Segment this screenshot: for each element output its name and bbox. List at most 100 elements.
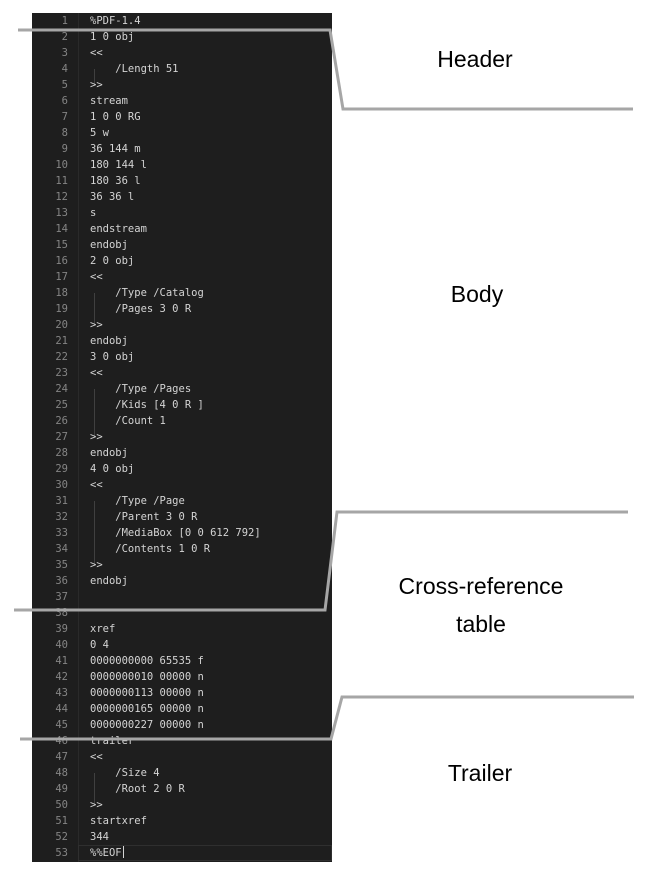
code-line[interactable]: 38 — [32, 605, 332, 621]
code-line[interactable]: 5>> — [32, 77, 332, 93]
code-text: startxref — [90, 815, 147, 827]
code-line[interactable]: 34 /Contents 1 0 R — [32, 541, 332, 557]
line-number: 13 — [55, 207, 68, 219]
trailer-label: Trailer — [447, 760, 513, 786]
line-number: 18 — [55, 287, 68, 299]
indent-guide — [94, 773, 95, 805]
code-text: 0000000227 00000 n — [90, 719, 204, 731]
code-text: << — [90, 751, 103, 763]
code-text: /Type /Pages — [90, 383, 192, 395]
line-number: 53 — [55, 847, 68, 859]
line-number: 30 — [55, 479, 68, 491]
line-number: 46 — [55, 735, 68, 747]
line-number: 14 — [55, 223, 68, 235]
header-label: Header — [437, 46, 513, 72]
line-number: 41 — [55, 655, 68, 667]
code-line[interactable]: 50>> — [32, 797, 332, 813]
code-text: 0000000113 00000 n — [90, 687, 204, 699]
line-number: 8 — [61, 127, 68, 139]
code-line[interactable]: 9 36 144 m — [32, 141, 332, 157]
code-text: endobj — [90, 447, 128, 459]
code-text: 344 — [90, 831, 109, 843]
code-line[interactable]: 3<< — [32, 45, 332, 61]
code-text: 36 144 m — [90, 143, 141, 155]
line-number: 31 — [55, 495, 68, 507]
line-number: 43 — [55, 687, 68, 699]
code-line[interactable]: 30 << — [32, 477, 332, 493]
code-line[interactable]: 25 /Kids [4 0 R ] — [32, 397, 332, 413]
code-line[interactable]: 18 /Type /Catalog — [32, 285, 332, 301]
code-text: stream — [90, 95, 128, 107]
code-line[interactable]: 48 /Size 4 — [32, 765, 332, 781]
code-text: endstream — [90, 223, 147, 235]
code-text: << — [90, 479, 103, 491]
code-line[interactable]: 31 /Type /Page — [32, 493, 332, 509]
line-number: 19 — [55, 303, 68, 315]
code-line[interactable]: 46 trailer — [32, 733, 332, 749]
line-number: 33 — [55, 527, 68, 539]
code-line[interactable]: 33 /MediaBox [0 0 612 792] — [32, 525, 332, 541]
code-line[interactable]: 32 /Parent 3 0 R — [32, 509, 332, 525]
line-number: 7 — [61, 111, 68, 123]
code-text: trailer — [90, 735, 135, 747]
code-text: endobj — [90, 239, 128, 251]
code-line[interactable]: 19 /Pages 3 0 R — [32, 301, 332, 317]
code-line[interactable]: 27>> — [32, 429, 332, 445]
code-line[interactable]: 35>> — [32, 557, 332, 573]
code-line[interactable]: 4 /Length 51 — [32, 61, 332, 77]
code-line[interactable]: 14 endstream — [32, 221, 332, 237]
code-line[interactable]: 26 /Count 1 — [32, 413, 332, 429]
line-number: 32 — [55, 511, 68, 523]
line-number: 9 — [61, 143, 68, 155]
code-line[interactable]: 28 endobj — [32, 445, 332, 461]
code-text: /Contents 1 0 R — [90, 543, 211, 555]
line-number: 35 — [55, 559, 68, 571]
line-number: 50 — [55, 799, 68, 811]
code-text: /Type /Catalog — [90, 287, 204, 299]
code-line[interactable]: 1%PDF-1.4 — [32, 13, 332, 29]
code-line[interactable]: 49 /Root 2 0 R — [32, 781, 332, 797]
code-line[interactable]: 47<< — [32, 749, 332, 765]
code-line[interactable]: 17<< — [32, 269, 332, 285]
code-line[interactable]: 23<< — [32, 365, 332, 381]
line-number: 28 — [55, 447, 68, 459]
line-number: 5 — [61, 79, 68, 91]
code-line[interactable]: 20>> — [32, 317, 332, 333]
line-number: 29 — [55, 463, 68, 475]
code-line[interactable]: 37 — [32, 589, 332, 605]
code-text: /MediaBox [0 0 612 792] — [90, 527, 261, 539]
code-line[interactable]: 24 /Type /Pages — [32, 381, 332, 397]
line-number: 20 — [55, 319, 68, 331]
code-line[interactable]: 43 0000000113 00000 n — [32, 685, 332, 701]
line-number: 24 — [55, 383, 68, 395]
code-line[interactable]: 7 1 0 0 RG — [32, 109, 332, 125]
line-number: 17 — [55, 271, 68, 283]
code-text: /Count 1 — [90, 415, 166, 427]
code-text: 1 0 0 RG — [90, 111, 141, 123]
code-text: 0 4 — [90, 639, 109, 651]
line-number: 21 — [55, 335, 68, 347]
code-line[interactable]: 53%%EOF — [32, 845, 332, 861]
